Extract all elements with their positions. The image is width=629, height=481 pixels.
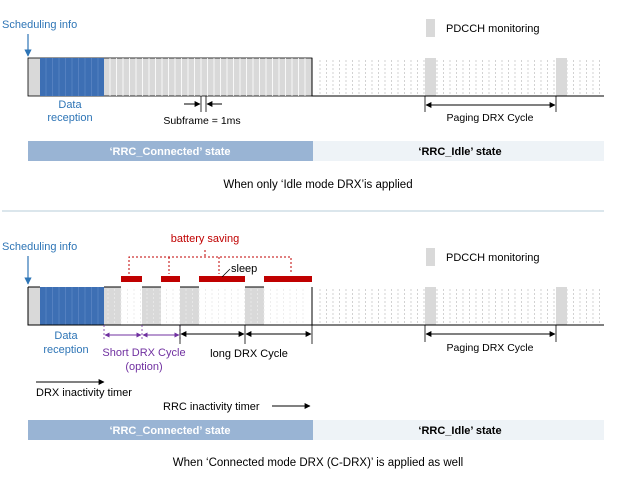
bottom-prefix-monitor bbox=[28, 287, 40, 325]
short-drx-cycle-label: Short DRX Cycle bbox=[102, 347, 185, 359]
bottom-legend-swatch bbox=[426, 248, 435, 266]
bottom-monitor-subframe-ticks bbox=[107, 289, 304, 324]
drx-inactivity-timer-label: DRX inactivity timer bbox=[36, 387, 132, 399]
bottom-short-drx-on-1 bbox=[142, 287, 161, 325]
bottom-baseline bbox=[27, 286, 604, 326]
rrc-inactivity-timer-label: RRC inactivity timer bbox=[163, 401, 260, 413]
top-paging-drx-label: Paging DRX Cycle bbox=[447, 112, 534, 124]
top-subframe-label: Subframe = 1ms bbox=[163, 115, 240, 127]
top-connected-subframe-ticks bbox=[109, 58, 306, 96]
sleep-label: sleep bbox=[231, 263, 257, 275]
sleep-bar-2 bbox=[161, 276, 180, 282]
bottom-inactivity-monitor bbox=[104, 287, 121, 325]
bottom-idle-state-bar bbox=[313, 420, 604, 440]
bottom-connected-state-label: ‘RRC_Connected’ state bbox=[109, 425, 230, 437]
bottom-short-drx-on-2 bbox=[180, 287, 199, 325]
bottom-legend-label: PDCCH monitoring bbox=[446, 252, 540, 264]
bottom-connected-subframe-ticks bbox=[45, 287, 99, 325]
long-drx-cycle-label: long DRX Cycle bbox=[210, 348, 288, 360]
bottom-idle-state-label: ‘RRC_Idle’ state bbox=[418, 425, 501, 437]
top-data-subframe-ticks bbox=[45, 58, 99, 96]
top-paging-occasion-2 bbox=[556, 58, 567, 96]
bottom-connected-state-bar bbox=[28, 420, 313, 440]
top-scheduling-info-label: Scheduling info bbox=[2, 19, 77, 31]
sleep-bar-1 bbox=[121, 276, 142, 282]
top-idle-subframe-ticks bbox=[319, 60, 600, 95]
sleep-bar-4 bbox=[264, 276, 312, 282]
bottom-paging-drx-label: Paging DRX Cycle bbox=[447, 342, 534, 354]
short-drx-option-label: (option) bbox=[125, 361, 162, 373]
top-connected-state-bar bbox=[28, 141, 313, 161]
top-legend-label: PDCCH monitoring bbox=[446, 23, 540, 35]
top-data-reception-line1: Data bbox=[58, 99, 82, 111]
top-data-reception-line2: reception bbox=[47, 112, 92, 124]
top-connected-state-label: ‘RRC_Connected’ state bbox=[109, 146, 230, 158]
bottom-data-reception-line1: Data bbox=[54, 330, 78, 342]
bottom-scheduling-info-label: Scheduling info bbox=[2, 241, 77, 253]
bottom-paging-occasion-1 bbox=[425, 287, 436, 325]
bottom-caption: When ‘Connected mode DRX (C-DRX)’ is app… bbox=[173, 457, 463, 469]
top-legend-swatch bbox=[426, 19, 435, 37]
top-idle-state-bar bbox=[313, 141, 604, 161]
sleep-pointer bbox=[221, 268, 231, 278]
top-idle-state-label: ‘RRC_Idle’ state bbox=[418, 146, 501, 158]
battery-saving-label: battery saving bbox=[171, 233, 239, 245]
top-baseline bbox=[311, 58, 604, 97]
bottom-panel: Scheduling info battery saving sleep PDC… bbox=[2, 233, 604, 469]
bottom-long-drx-on-1 bbox=[245, 287, 264, 325]
top-caption: When only ‘Idle mode DRX’is applied bbox=[223, 179, 412, 191]
top-panel: Scheduling info PDCCH monitoring Data re… bbox=[2, 19, 604, 191]
battery-saving-bracket bbox=[128, 250, 292, 274]
bottom-paging-occasion-2 bbox=[556, 287, 567, 325]
sleep-bar-3 bbox=[199, 276, 245, 282]
top-paging-occasion-1 bbox=[425, 58, 436, 96]
bottom-data-reception-line2: reception bbox=[43, 344, 88, 356]
